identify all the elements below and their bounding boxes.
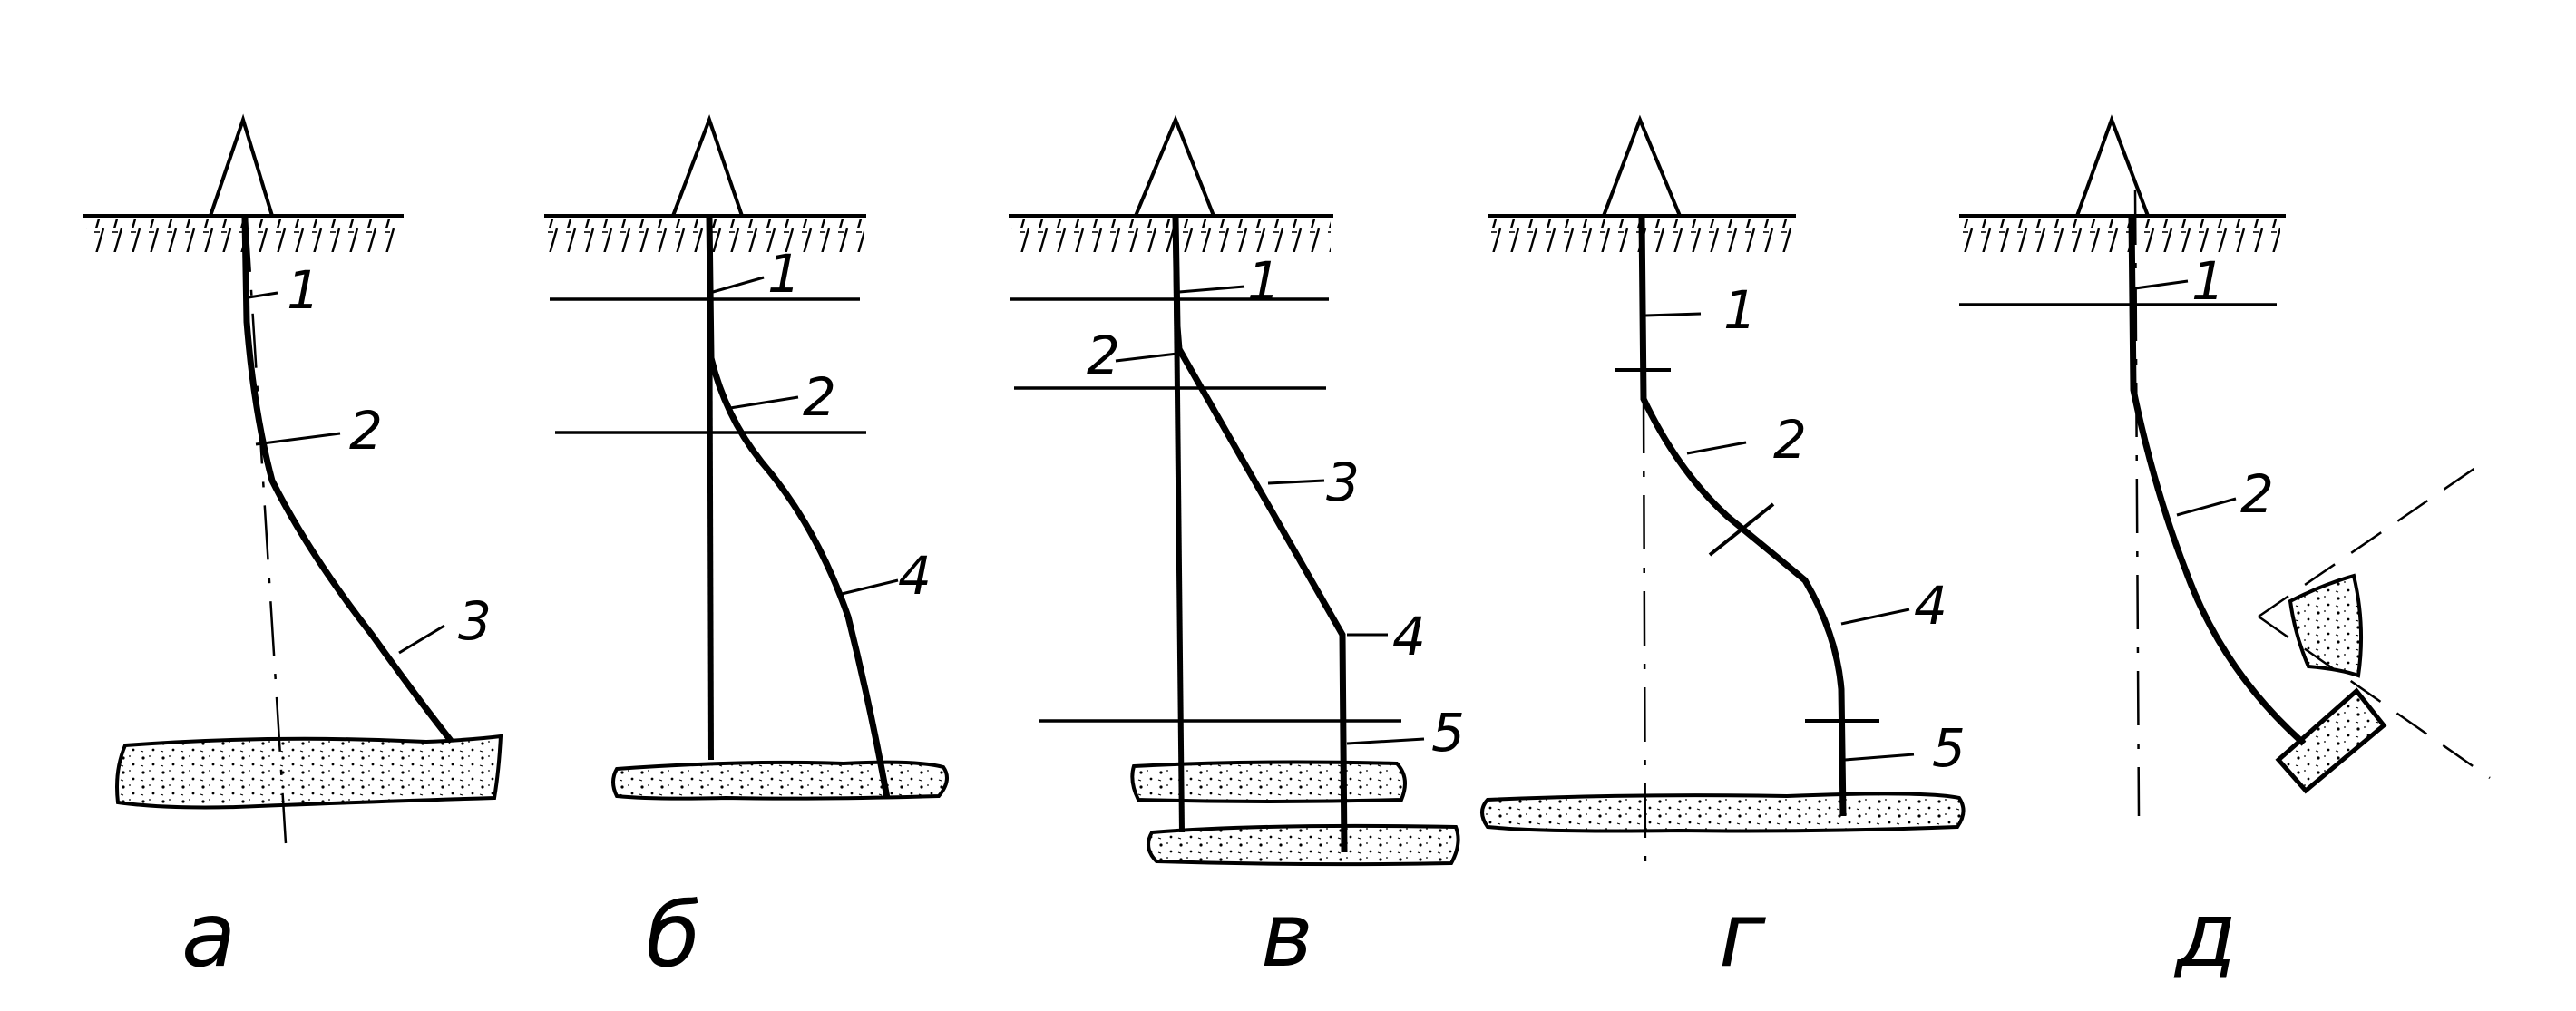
wedge-ray [2258,456,2491,618]
vertical-axis [2133,190,2141,817]
well-trajectory [706,217,891,799]
panel-b: 1 2 4 б [544,114,949,987]
segment-label: 5 [1431,702,1465,763]
leader-line [2134,279,2189,290]
segment-label: 1 [1723,279,1757,341]
segment-label: 4 [1392,606,1426,667]
panel-caption: б [646,884,700,987]
leader-line [1840,608,1910,626]
well-trajectory [1172,217,1348,853]
leader-line [1644,312,1702,317]
derrick-icon [209,113,274,217]
segment-label: 2 [803,366,836,428]
panel-caption: а [181,884,236,987]
derrick-icon [1134,114,1215,217]
panel-caption: д [2173,884,2237,987]
panel-caption: г [1719,884,1766,987]
segment-label: 5 [1932,717,1966,779]
leader-line [1346,737,1425,745]
reservoir-bed [1480,792,1966,833]
ground-hatching [546,219,864,252]
wedge-reservoir [2288,573,2364,678]
segment-label: 2 [2240,463,2274,525]
panel-caption: в [1261,884,1313,987]
reservoir-bed [1130,760,1407,803]
leader-line [2176,497,2237,517]
well-trajectory [2128,217,2307,746]
leader-line [1267,479,1325,485]
segment-label: 3 [1326,452,1360,513]
panel-d: 1 2 д [1959,114,2491,987]
segment-label: 2 [1087,325,1120,386]
leader-line [729,395,799,410]
leader-line [255,432,341,446]
wedge-ray [2258,615,2491,780]
leader-line [1178,285,1245,294]
interval-tick [1708,502,1775,557]
leader-line [248,291,278,299]
leader-line [841,578,899,596]
segment-label: 1 [287,259,320,321]
segment-label: 1 [2191,250,2225,312]
leader-line [1844,753,1915,762]
panel-a: 1 2 3 а [83,113,503,987]
segment-label: 2 [349,400,383,462]
reservoir-bed [611,760,949,801]
leader-line [1115,352,1178,363]
well-trajectory [1638,217,1847,817]
segment-label: 3 [458,590,492,652]
leader-line [712,276,765,294]
segment-label: 4 [898,545,932,607]
derrick-icon [1602,114,1682,217]
vertical-axis [1642,398,1647,871]
leader-line [398,624,445,655]
panel-v: 1 2 3 4 5 в [1009,114,1465,987]
ground-hatching [1961,219,2280,252]
reservoir-bed [1147,823,1460,867]
derrick-icon [2075,114,2150,217]
reservoir-bed [115,734,503,810]
segment-label: 2 [1773,409,1807,471]
ground-hatching [1011,219,1331,252]
segment-label: 1 [767,243,801,305]
segment-label: 1 [1247,250,1281,312]
reservoir-block [2275,687,2387,794]
segment-label: 4 [1914,575,1947,637]
derrick-icon [671,114,744,217]
panel-g: 1 2 4 5 г [1480,114,1966,987]
leader-line [1686,441,1747,455]
well-trajectory [241,217,454,744]
